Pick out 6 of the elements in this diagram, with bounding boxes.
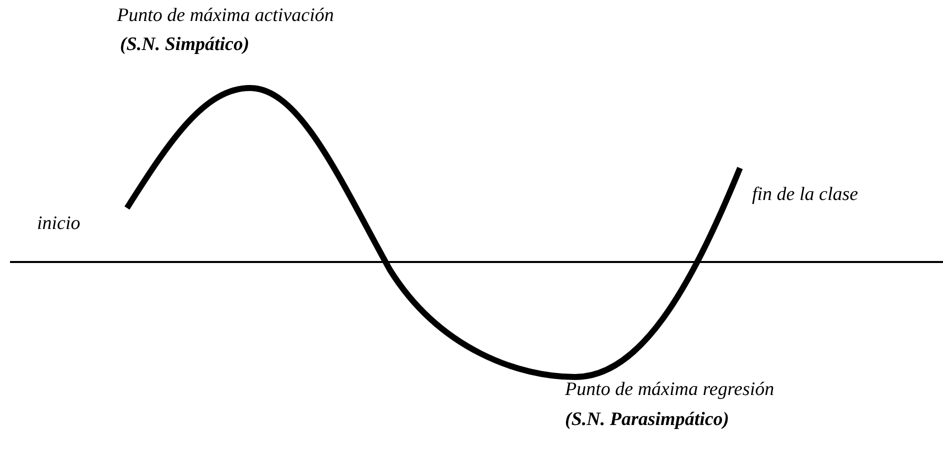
annotation-text: fin de la clase xyxy=(752,183,858,207)
annotation-text: (S.N. Parasimpático) xyxy=(565,408,730,432)
annotation-text: Punto de máxima regresión xyxy=(565,378,774,402)
annotation-text: inicio xyxy=(37,212,80,236)
annotation-text: (S.N. Simpático) xyxy=(120,33,250,57)
annotation-text: Punto de máxima activación xyxy=(117,4,334,28)
